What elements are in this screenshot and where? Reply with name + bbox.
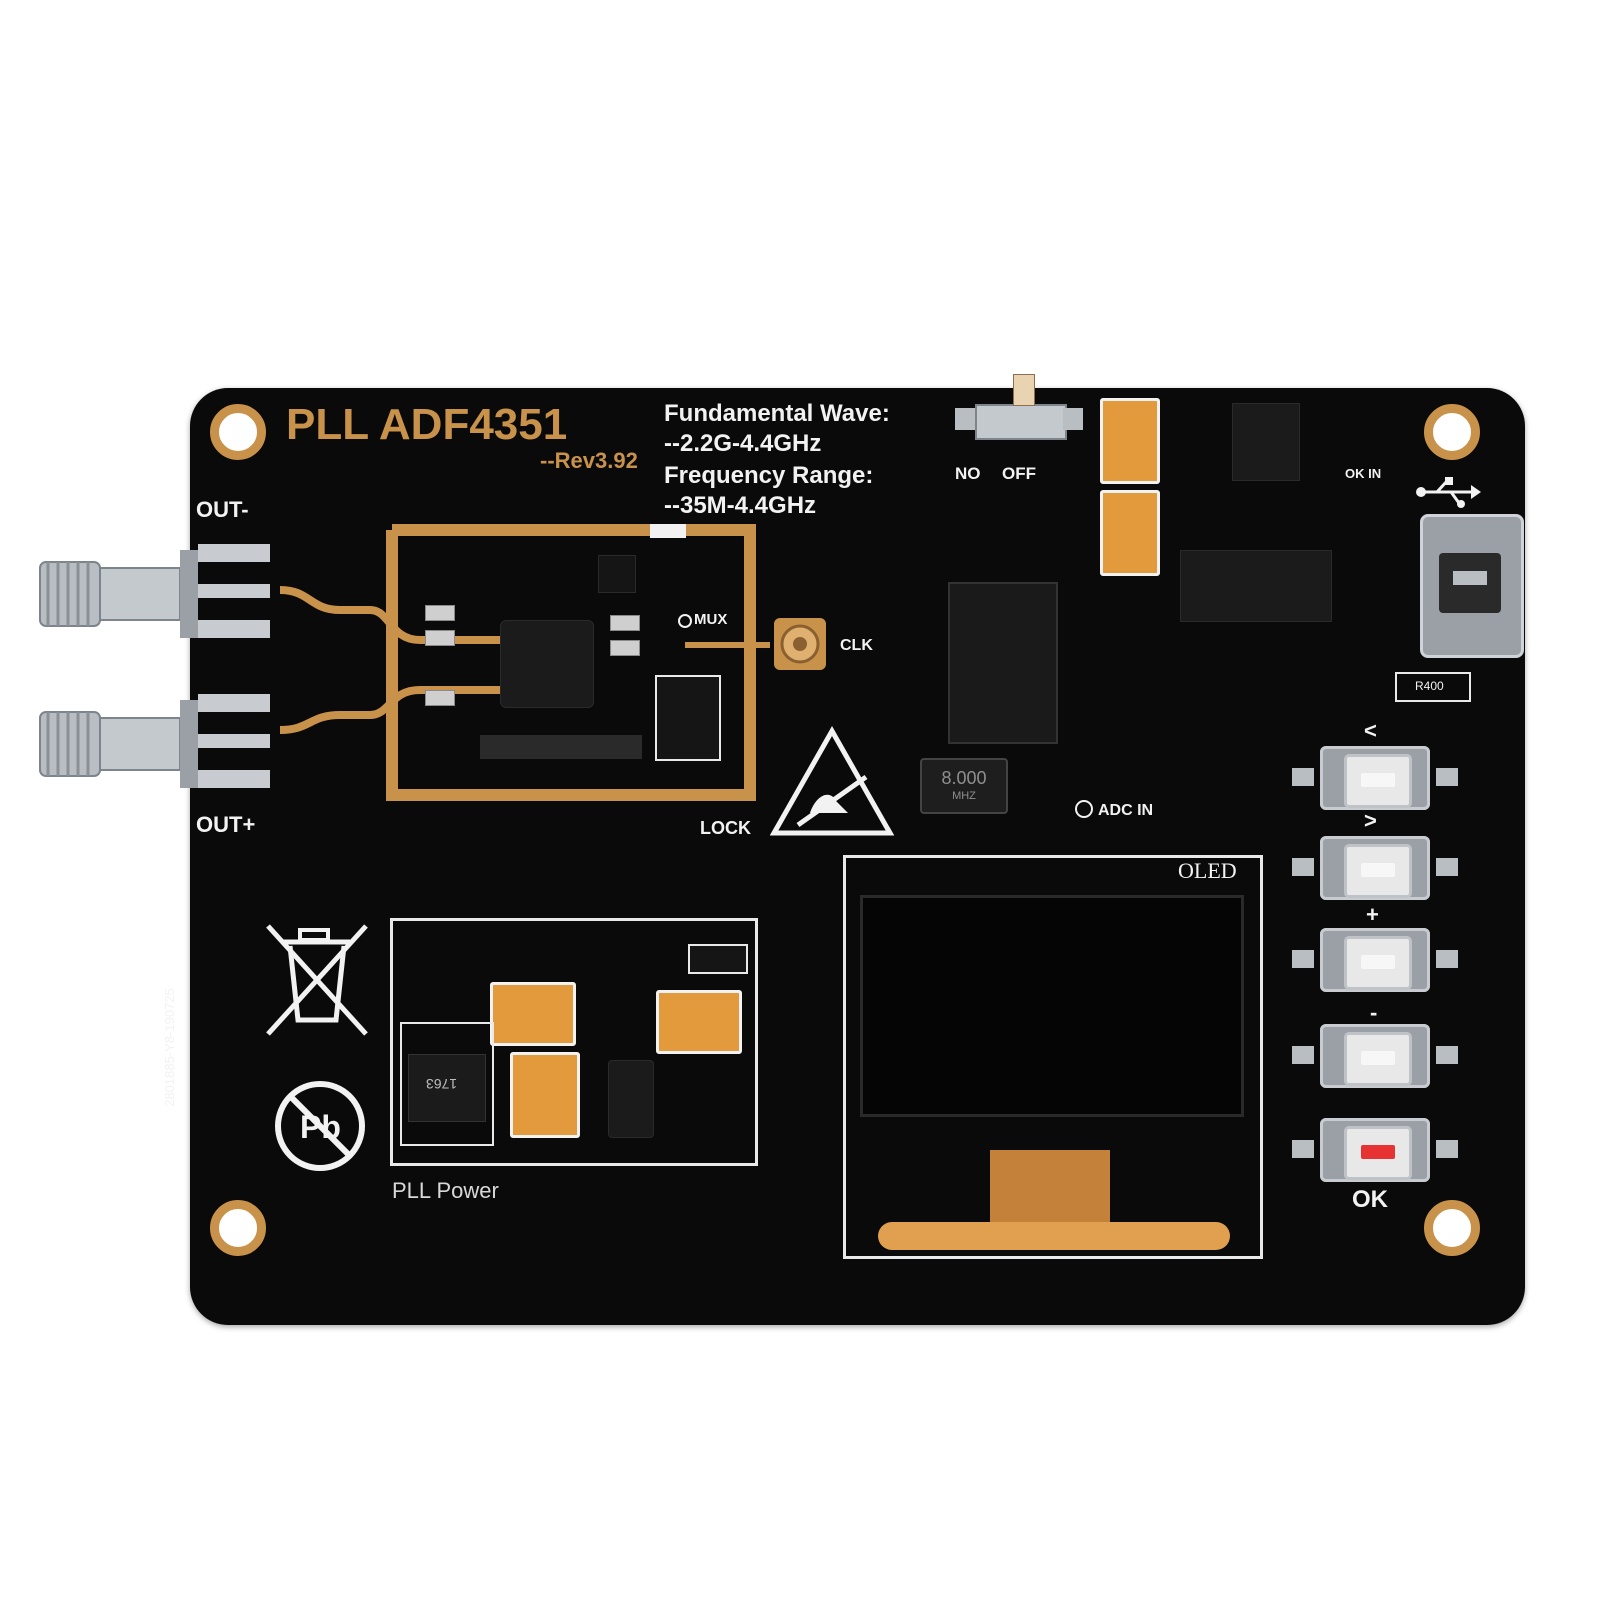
crystal-frequency: 8.000 — [941, 768, 987, 788]
mux-test-point — [678, 614, 692, 628]
sma-connector-out-minus — [39, 544, 270, 638]
tantalum-capacitor — [1100, 398, 1160, 484]
clk-connector — [774, 618, 826, 670]
ltc1763-regulator: 1763 — [400, 1022, 494, 1146]
label-mux: MUX — [694, 611, 728, 628]
regulator-label: 1763 — [426, 1076, 458, 1092]
button-right[interactable] — [1292, 830, 1458, 906]
crystal-unit: MHZ — [952, 790, 976, 802]
label-out-plus: OUT+ — [196, 812, 256, 837]
smd-component — [425, 605, 455, 621]
label-out-minus: OUT- — [196, 497, 249, 522]
button-left[interactable] — [1292, 740, 1458, 816]
mounting-hole-bottom-left — [210, 1200, 266, 1256]
oled-label: OLED — [1178, 858, 1237, 883]
spec-fundamental-label: Fundamental Wave: — [664, 400, 890, 427]
label-lock: LOCK — [700, 818, 751, 838]
mounting-hole-bottom-right — [1424, 1200, 1480, 1256]
button-label-right: > — [1364, 808, 1377, 833]
label-adc-in: ADC IN — [1098, 802, 1154, 819]
smd-component — [598, 555, 636, 593]
micro-usb-port[interactable] — [1420, 514, 1524, 658]
power-switch[interactable] — [955, 374, 1083, 442]
regulator-ic — [1232, 403, 1300, 481]
smd-component — [688, 944, 748, 974]
tantalum-capacitor — [656, 990, 742, 1054]
svg-text:Pb: Pb — [300, 1109, 341, 1145]
label-pll-power: PLL Power — [392, 1178, 499, 1203]
button-plus[interactable] — [1292, 922, 1458, 998]
adc-test-point — [1075, 800, 1093, 818]
button-label-left: < — [1364, 718, 1377, 743]
board-title: PLL ADF4351 — [286, 400, 568, 449]
button-ok[interactable] — [1292, 1112, 1458, 1188]
oled-flex — [878, 1222, 1230, 1250]
board-revision: --Rev3.92 — [540, 448, 638, 473]
mounting-hole-top-left — [210, 404, 266, 460]
label-clk: CLK — [840, 637, 873, 654]
label-ok-in: OK IN — [1345, 466, 1382, 481]
sma-connector-out-plus — [39, 694, 270, 788]
spec-frequency-label: Frequency Range: — [664, 462, 874, 489]
serial-number: 2801885-Y8-190725 — [161, 988, 177, 1107]
oled-screen — [860, 895, 1244, 1117]
weee-bin-icon — [266, 924, 368, 1036]
tantalum-capacitor — [510, 1052, 580, 1138]
button-minus[interactable] — [1292, 1018, 1458, 1094]
smd-component — [610, 640, 640, 656]
label-switch-on: NO — [955, 464, 981, 483]
spec-fundamental-value: --2.2G-4.4GHz — [664, 430, 822, 457]
smd-component — [425, 690, 455, 706]
resistor-r400: R400 — [1395, 672, 1471, 702]
button-label-ok: OK — [1352, 1186, 1388, 1213]
tantalum-capacitor — [490, 982, 576, 1046]
pb-free-icon: Pb — [275, 1081, 365, 1171]
tantalum-capacitor — [1100, 490, 1160, 576]
resistor-label: R400 — [1415, 679, 1444, 693]
oled-section — [843, 855, 1263, 1259]
sot-component — [608, 1060, 654, 1138]
button-label-plus: + — [1366, 902, 1379, 927]
mounting-hole-top-right — [1424, 404, 1480, 460]
smd-component — [480, 735, 642, 759]
soic-ic — [1180, 550, 1332, 622]
pll-power-section — [390, 918, 758, 1166]
button-label-minus: - — [1370, 1000, 1378, 1025]
smd-component — [610, 615, 640, 631]
label-switch-off: OFF — [1002, 464, 1036, 483]
esd-warning-icon — [770, 725, 895, 836]
adf4351-chip — [500, 620, 594, 708]
rf-shield-outline — [280, 524, 770, 801]
crystal-oscillator: 8.000 MHZ — [920, 758, 1008, 814]
spec-frequency-value: --35M-4.4GHz — [664, 492, 817, 519]
smd-component — [425, 630, 455, 646]
usb-icon — [1416, 477, 1481, 508]
smd-component — [655, 675, 721, 761]
stm32-mcu — [948, 582, 1058, 744]
